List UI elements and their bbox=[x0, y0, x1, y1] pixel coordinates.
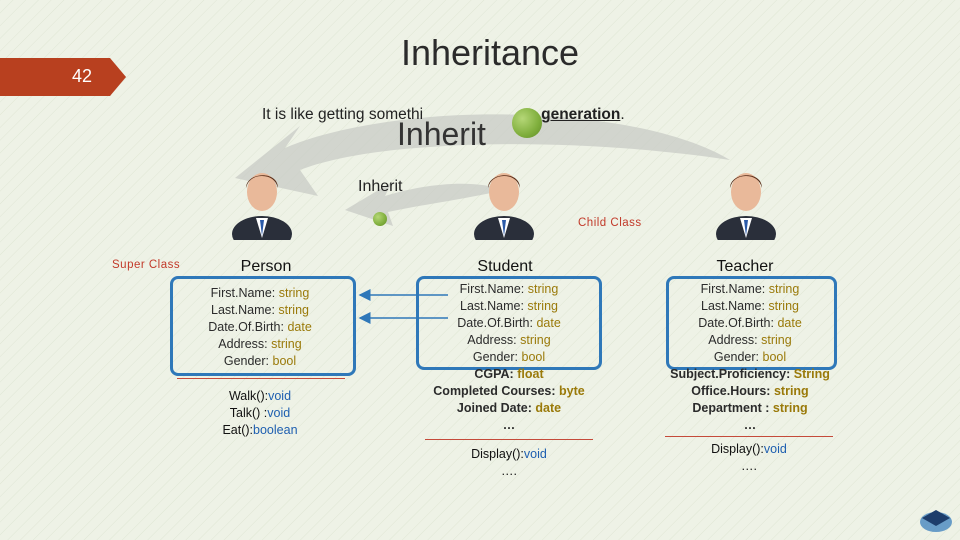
teacher-properties: First.Name: string Last.Name: string Dat… bbox=[656, 281, 844, 434]
prop-row: Date.Of.Birth: date bbox=[208, 320, 312, 334]
method-row: Display():void bbox=[711, 442, 787, 456]
method-row: …. bbox=[501, 464, 517, 478]
prop-row: Gender: bool bbox=[472, 350, 546, 364]
student-properties-box bbox=[416, 276, 602, 370]
class-title-person: Person bbox=[240, 258, 292, 275]
student-properties: First.Name: string Last.Name: string Dat… bbox=[416, 281, 602, 434]
prop-row: Last.Name: string bbox=[701, 299, 799, 313]
method-row: …. bbox=[741, 459, 757, 473]
person-avatar-icon bbox=[232, 173, 292, 240]
prop-row: Last.Name: string bbox=[460, 299, 558, 313]
teacher-properties-box bbox=[666, 276, 837, 370]
extra-row: … bbox=[502, 418, 516, 432]
method-row: Walk():void bbox=[228, 389, 292, 403]
prop-row: Gender: bool bbox=[713, 350, 787, 364]
teacher-methods: Display():void …. bbox=[660, 441, 838, 475]
method-row: Eat():boolean bbox=[222, 423, 298, 437]
prop-row: Address: string bbox=[218, 337, 302, 351]
person-properties: First.Name: string Last.Name: string Dat… bbox=[180, 285, 340, 370]
prop-row: First.Name: string bbox=[459, 282, 559, 296]
extra-row: Office.Hours: string bbox=[691, 384, 809, 398]
person-properties-box bbox=[170, 276, 356, 376]
prop-row: Gender: bool bbox=[223, 354, 297, 368]
extra-row: Joined Date: date bbox=[456, 401, 562, 415]
child-class-label: Child Class bbox=[578, 217, 642, 229]
student-avatar-icon bbox=[474, 173, 534, 240]
subtitle: It is like getting somethi generation. bbox=[262, 106, 625, 124]
person-methods: Walk():void Talk() :void Eat():boolean bbox=[180, 388, 340, 439]
green-dot-small bbox=[373, 212, 387, 226]
teacher-avatar-icon bbox=[716, 173, 776, 240]
logo-icon bbox=[920, 510, 952, 532]
slide-title: Inheritance bbox=[400, 32, 580, 73]
subtitle-lead: It is like getting somethi bbox=[262, 106, 424, 123]
slide-number-tab bbox=[0, 58, 126, 96]
class-title-teacher: Teacher bbox=[716, 258, 774, 275]
class-title-student: Student bbox=[477, 258, 533, 275]
prop-row: Date.Of.Birth: date bbox=[457, 316, 561, 330]
student-separator bbox=[425, 439, 593, 440]
inherit-label-large: Inherit bbox=[397, 116, 486, 152]
subtitle-end: . bbox=[620, 106, 625, 123]
extra-row: CGPA: float bbox=[474, 367, 544, 381]
prop-row: First.Name: string bbox=[210, 286, 310, 300]
extra-row: Subject.Proficiency: String bbox=[670, 367, 830, 381]
prop-row: Address: string bbox=[708, 333, 792, 347]
extra-row: … bbox=[743, 418, 757, 432]
extra-row: Completed Courses: byte bbox=[433, 384, 585, 398]
prop-row: Last.Name: string bbox=[211, 303, 309, 317]
inherit-label-small: Inherit bbox=[358, 178, 403, 195]
student-methods: Display():void …. bbox=[420, 446, 598, 480]
person-separator bbox=[177, 378, 345, 379]
method-row: Talk() :void bbox=[229, 406, 291, 420]
prop-row: Date.Of.Birth: date bbox=[698, 316, 802, 330]
extra-row: Department : string bbox=[692, 401, 808, 415]
prop-row: First.Name: string bbox=[700, 282, 800, 296]
slide-number: 42 bbox=[72, 66, 93, 86]
teacher-separator bbox=[665, 436, 833, 437]
super-class-label: Super Class bbox=[112, 259, 181, 271]
prop-row: Address: string bbox=[467, 333, 551, 347]
subtitle-underlined: generation bbox=[541, 106, 621, 123]
method-row: Display():void bbox=[471, 447, 547, 461]
green-dot-large bbox=[512, 108, 542, 138]
